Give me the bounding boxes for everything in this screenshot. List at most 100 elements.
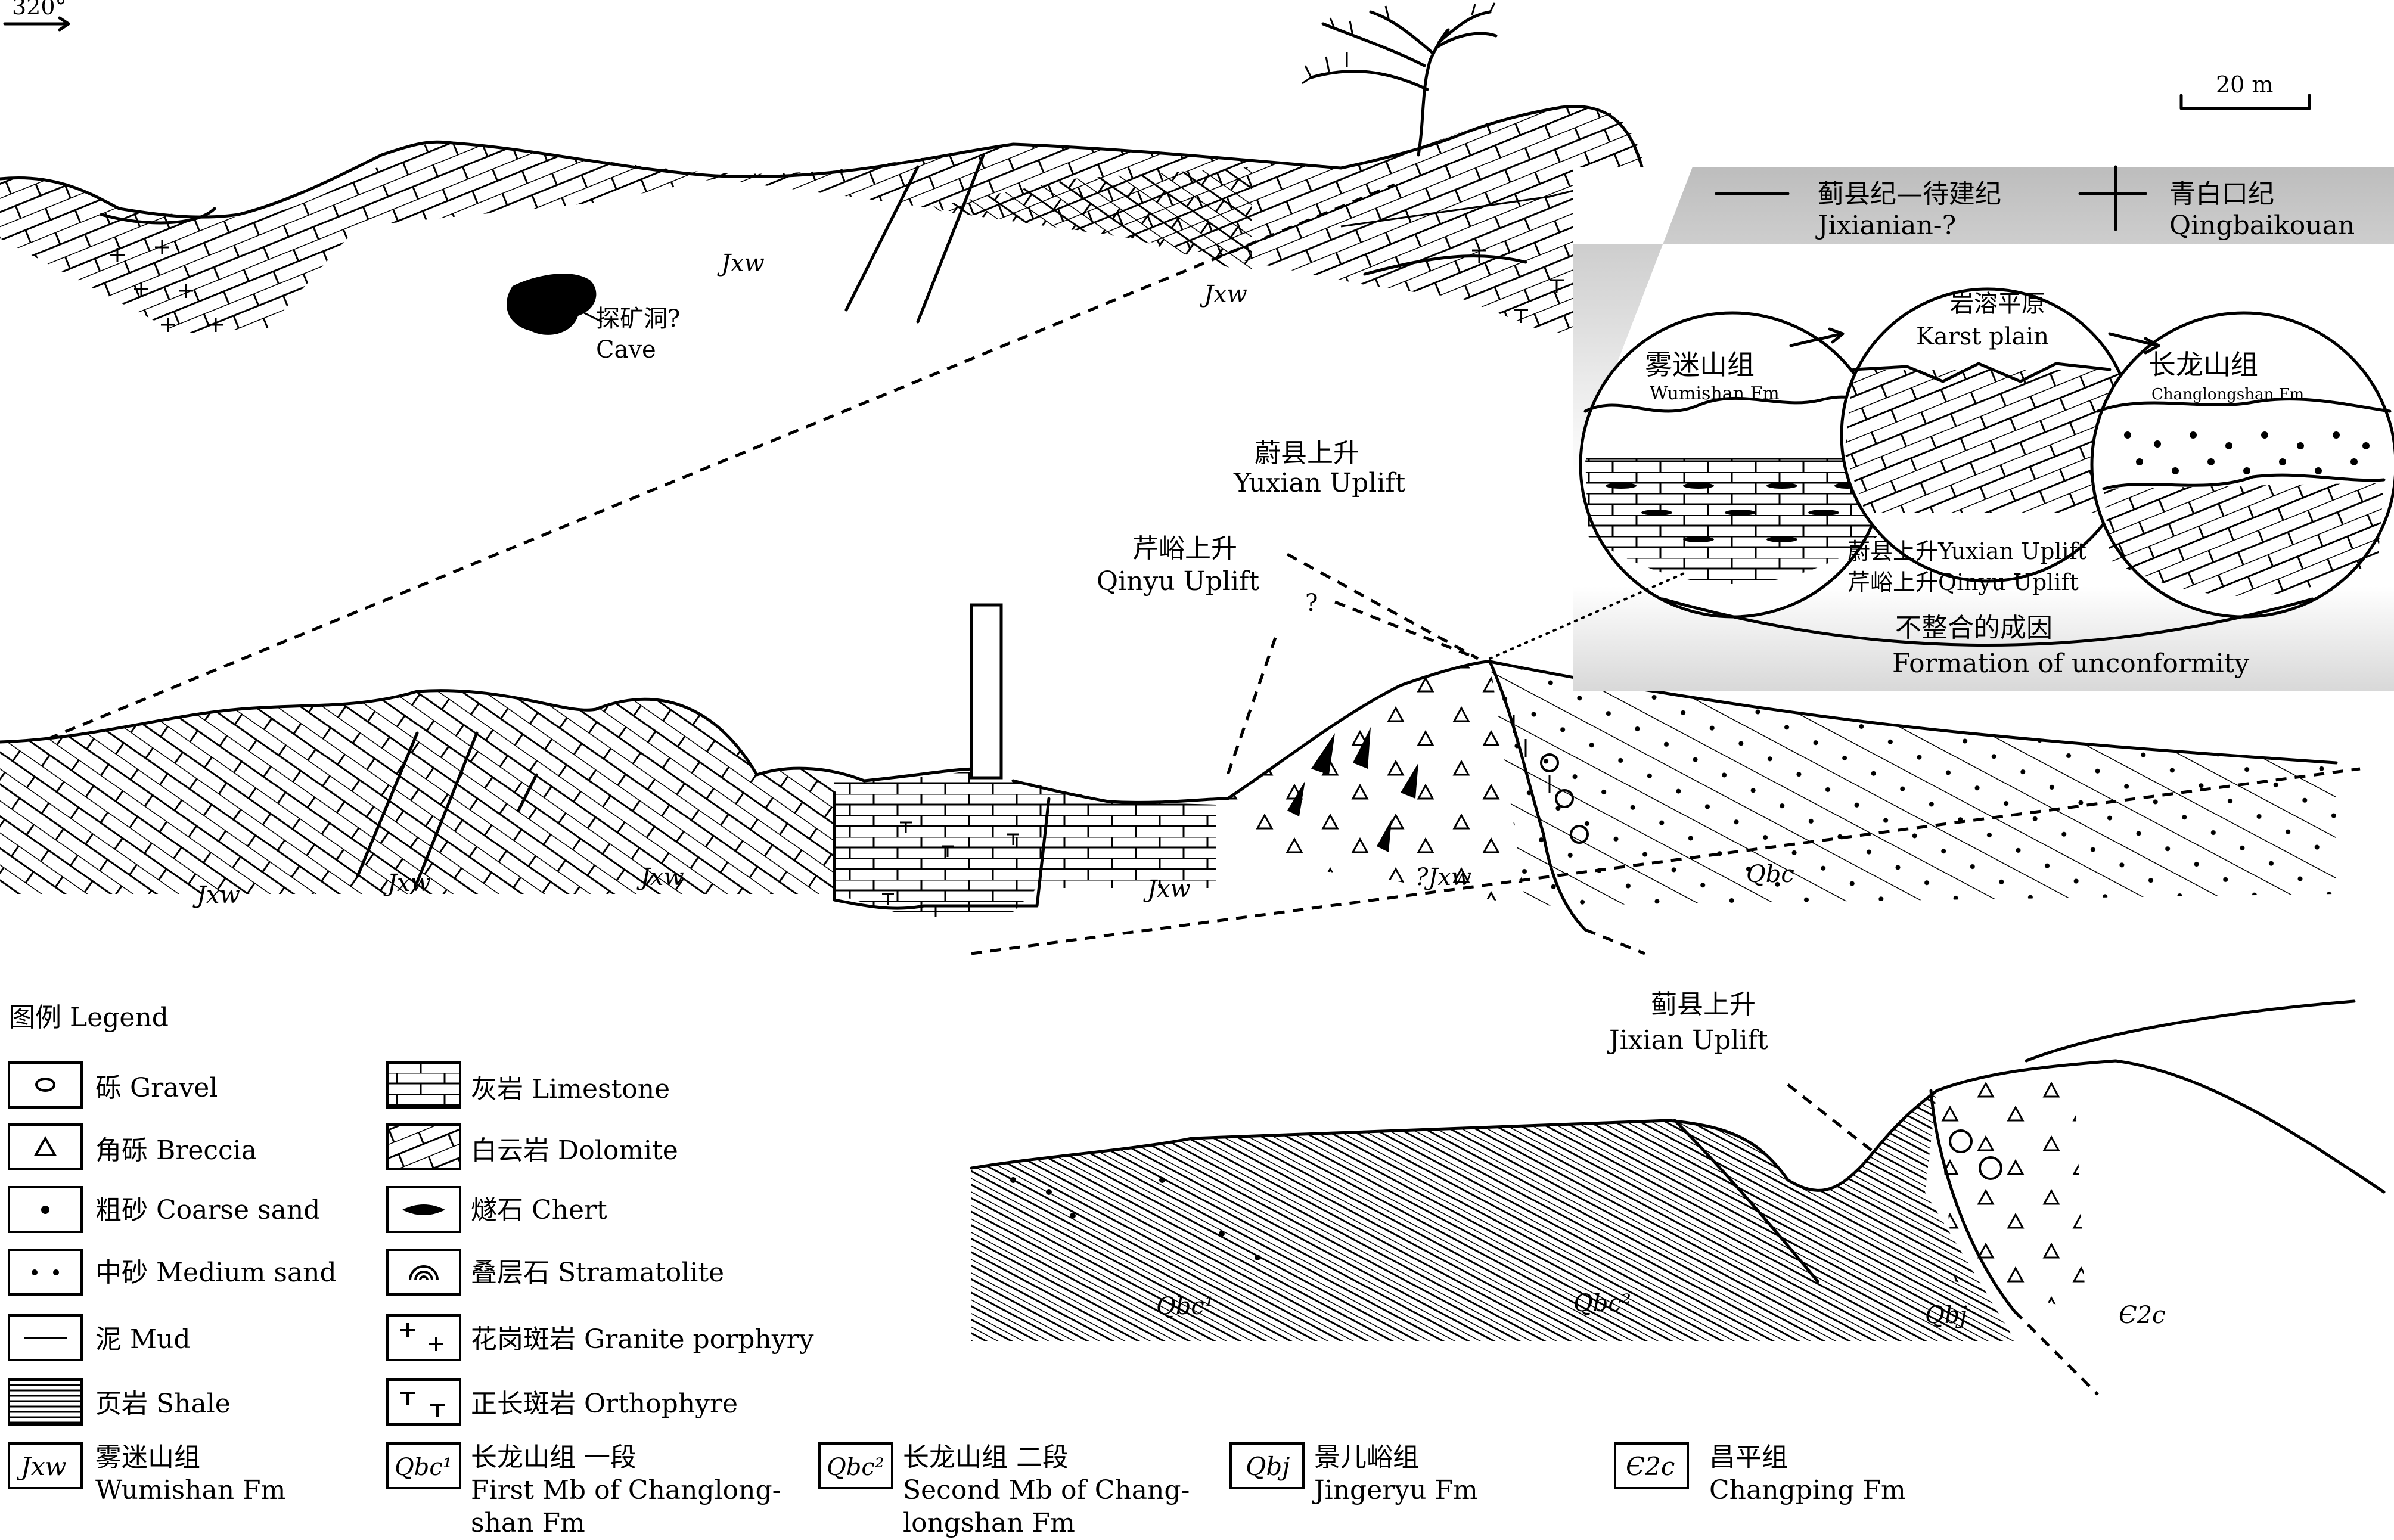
legend-breccia: 角砾 Breccia: [8, 1123, 257, 1170]
legend-col1-3: 中砂 Medium sand: [95, 1258, 337, 1288]
legend: 图例 Legend 砾 Gravel 角砾 Breccia 粗砂 Coarse …: [8, 1002, 1906, 1538]
chimney: [970, 603, 1003, 780]
inset-uplift-2: 芹峪上升Qinyu Uplift: [1847, 569, 2079, 595]
legend-shale: 页岩 Shale: [8, 1378, 231, 1426]
legend-col1-5: 页岩 Shale: [95, 1389, 231, 1419]
section-lower: Qbc¹ Qbc² Qbj Є2c 蓟县上升 Jixian Uplift: [970, 989, 2386, 1396]
legend-granite-porphyry: 花岗斑岩 Granite porphyry: [386, 1314, 814, 1361]
formation-label-e2c: Є2c: [2119, 1302, 2165, 1329]
formation-label-jxw-4: Jxw: [383, 870, 431, 897]
legend-formation-code-0: Jxw: [16, 1452, 67, 1481]
formation-label-jxw-1: Jxw: [717, 250, 765, 277]
formation-label-jxw-6: Jxw: [1143, 875, 1191, 903]
granite-porphyry-icon: [400, 1323, 443, 1351]
legend-formation-code-4: Є2c: [1626, 1452, 1675, 1481]
orientation-label: 320°: [12, 0, 67, 20]
coarse-sand-icon: [41, 1206, 49, 1214]
legend-formation-code-1: Qbc¹: [395, 1454, 452, 1481]
inset-c3-en: Changlongshan Fm: [2151, 386, 2304, 403]
legend-limestone: 灰岩 Limestone: [386, 1061, 670, 1109]
formation-label-qbj: Qbj: [1925, 1302, 1967, 1329]
qinyu-uplift-cn: 芹峪上升: [1132, 533, 1237, 564]
legend-formation-en-2: Second Mb of Chang-: [903, 1475, 1190, 1505]
legend-orthophyre: 正长斑岩 Orthophyre: [386, 1378, 738, 1426]
legend-col2-0: 灰岩 Limestone: [471, 1074, 670, 1104]
inset-c2-en: Karst plain: [1916, 323, 2049, 350]
stromatolite-icon: [409, 1265, 439, 1281]
legend-formation-jxw: Jxw 雾迷山组 Wumishan Fm: [8, 1442, 285, 1505]
cave-label-en: Cave: [596, 336, 656, 364]
legend-formation-code-2: Qbc²: [827, 1454, 884, 1481]
unconformity-inset: 蓟县纪—待建纪 Jixianian-? 青白口纪 Qingbaikouan 雾迷…: [1489, 165, 2394, 691]
legend-formation-cn-3: 景儿峪组: [1314, 1442, 1419, 1473]
inset-coarse-sand: [2124, 431, 2370, 474]
correlation-line-upper: [47, 183, 1395, 741]
scale-bar: 20 m: [2179, 72, 2311, 110]
cave-label-cn: 探矿洞?: [596, 305, 680, 333]
section-upper: 探矿洞? Cave Jxw Jxw: [0, 2, 1647, 364]
jixian-uplift-cn: 蓟县上升: [1651, 989, 1756, 1020]
shale-icon: [8, 1378, 83, 1426]
qinyu-leader: [1226, 637, 1277, 775]
legend-stromatolite: 叠层石 Stramatolite: [386, 1249, 724, 1296]
legend-col1-0: 砾 Gravel: [95, 1073, 218, 1103]
legend-col2-3: 叠层石 Stramatolite: [471, 1258, 724, 1288]
legend-formation-cn-2: 长龙山组 二段: [903, 1442, 1069, 1473]
legend-mud: 泥 Mud: [8, 1314, 191, 1361]
legend-coarse-sand: 粗砂 Coarse sand: [8, 1186, 320, 1233]
legend-formation-cn-0: 雾迷山组: [95, 1442, 200, 1473]
jixian-uplift-en: Jixian Uplift: [1607, 1025, 1768, 1055]
legend-formation-cn-4: 昌平组: [1709, 1442, 1788, 1473]
section-middle: Jxw Jxw Jxw Jxw ?Jxw Qbc 蔚县上升 Yuxian Upl…: [0, 438, 2338, 955]
legend-col1-4: 泥 Mud: [95, 1324, 191, 1355]
time-left-cn: 蓟县纪—待建纪: [1818, 179, 2001, 209]
legend-formation-cn-1: 长龙山组 一段: [471, 1442, 636, 1473]
gravel-icon: [35, 1078, 55, 1092]
legend-col2-1: 白云岩 Dolomite: [471, 1135, 678, 1166]
tree-icon: [1302, 2, 1498, 157]
cave-shape: [507, 274, 597, 335]
inset-c3-cn: 长龙山组: [2148, 349, 2258, 381]
formation-label-jxw-3: Jxw: [192, 881, 240, 909]
inset-c1-en: Wumishan Fm: [1650, 383, 1780, 404]
legend-col2-2: 燧石 Chert: [471, 1195, 607, 1225]
legend-col1-1: 角砾 Breccia: [95, 1135, 257, 1166]
dolomite-icon: [386, 1123, 461, 1170]
formation-label-jxw-5: Jxw: [636, 864, 684, 891]
formation-label-qjxw: ?Jxw: [1415, 864, 1471, 891]
legend-title: 图例 Legend: [9, 1002, 169, 1033]
yuxian-leader: [1286, 552, 1479, 660]
legend-formation-qbj: Qbj 景儿峪组 Jingeryu Fm: [1229, 1442, 1478, 1505]
legend-formation-en-0: Wumishan Fm: [95, 1475, 285, 1505]
legend-formation-code-3: Qbj: [1246, 1452, 1290, 1481]
breccia-icon: [33, 1135, 57, 1156]
inset-c1-cn: 雾迷山组: [1645, 349, 1755, 381]
inset-title-cn: 不整合的成因: [1895, 613, 2053, 643]
legend-col2-4: 花岗斑岩 Granite porphyry: [471, 1324, 814, 1355]
legend-formation-en-3: Jingeryu Fm: [1312, 1475, 1478, 1505]
scale-label: 20 m: [2216, 72, 2273, 98]
formation-label-qbc2: Qbc²: [1573, 1290, 1631, 1317]
legend-formation-qbc2: Qbc² 长龙山组 二段 Second Mb of Chang- longsha…: [818, 1442, 1190, 1538]
orientation-arrow: 320°: [3, 0, 70, 32]
qinyu-uplift-en: Qinyu Uplift: [1097, 566, 1259, 597]
legend-dolomite: 白云岩 Dolomite: [386, 1123, 678, 1170]
legend-formation-en-4: Changping Fm: [1709, 1475, 1906, 1505]
granite-porphyry-symbols: [110, 240, 1564, 332]
legend-formation-qbc1: Qbc¹ 长龙山组 一段 First Mb of Changlong- shan…: [386, 1442, 781, 1538]
legend-formation-en2-1: shan Fm: [471, 1508, 585, 1538]
formation-label-qbc1: Qbc¹: [1156, 1293, 1214, 1320]
qinyu-question-mark: ?: [1305, 589, 1318, 617]
legend-medium-sand: 中砂 Medium sand: [8, 1249, 337, 1296]
inset-title-en: Formation of unconformity: [1892, 648, 2249, 679]
yuxian-uplift-en: Yuxian Uplift: [1233, 468, 1406, 498]
yuxian-uplift-cn: 蔚县上升: [1255, 438, 1359, 468]
legend-col2-5: 正长斑岩 Orthophyre: [471, 1389, 738, 1419]
chert-icon: [402, 1204, 445, 1215]
legend-chert: 燧石 Chert: [386, 1186, 607, 1233]
time-left-en: Jixianian-?: [1815, 210, 1956, 241]
legend-formation-e2c: Є2c 昌平组 Changping Fm: [1614, 1442, 1906, 1505]
legend-gravel: 砾 Gravel: [8, 1061, 218, 1109]
formation-label-qbc: Qbc: [1746, 861, 1794, 888]
